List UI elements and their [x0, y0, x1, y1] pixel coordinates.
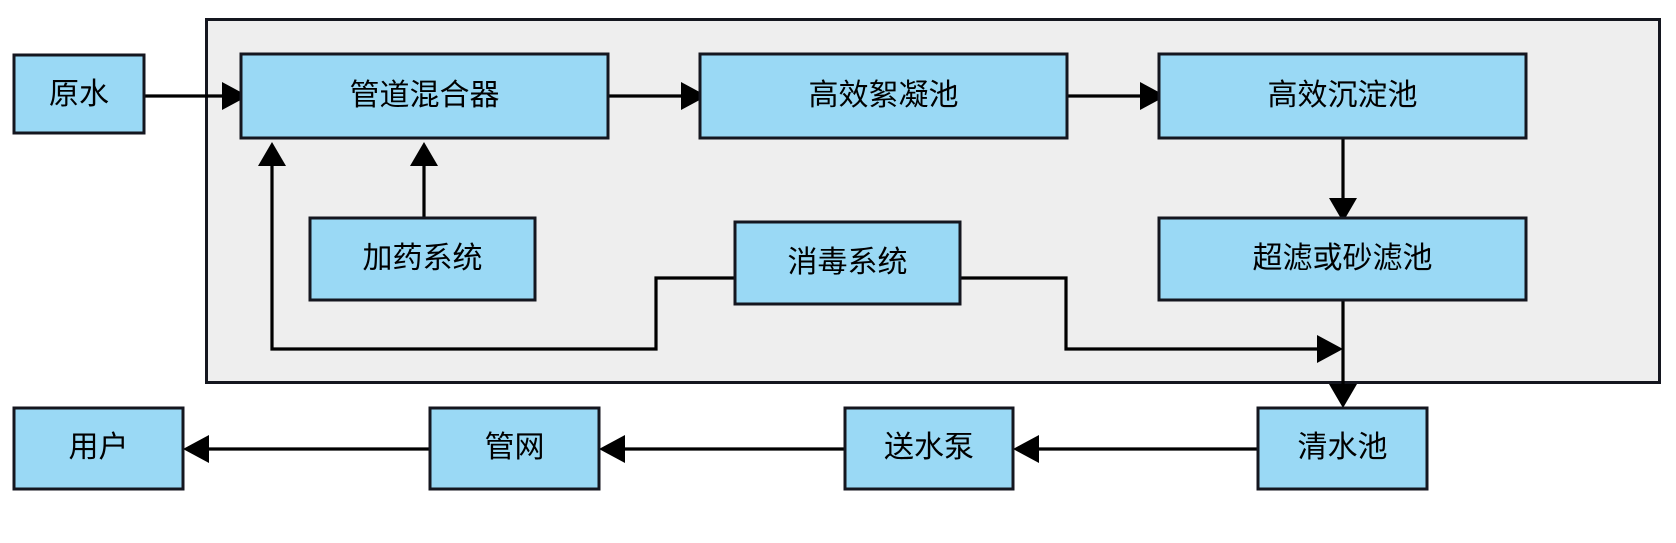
- node-clear-water-tank[interactable]: 清水池: [1256, 406, 1429, 491]
- node-raw-water[interactable]: 原水: [12, 53, 146, 135]
- edge-flocculation-to-sedimentation: [1067, 82, 1166, 110]
- edge-disinfection-to-filtration-outlet: [960, 276, 1343, 363]
- node-filtration-tank[interactable]: 超滤或砂滤池: [1157, 216, 1528, 302]
- node-pipe-network[interactable]: 管网: [428, 406, 601, 491]
- edge-clear-tank-to-pump: [1013, 435, 1258, 463]
- edge-mixer-to-flocculation: [608, 82, 707, 110]
- node-disinfection-system[interactable]: 消毒系统: [733, 220, 962, 306]
- edge-disinfection-to-mixer: [258, 142, 735, 351]
- edge-filtration-to-clear-water-tank: [1329, 300, 1357, 408]
- node-pipeline-mixer[interactable]: 管道混合器: [239, 52, 610, 140]
- edge-network-to-user: [183, 435, 430, 463]
- node-dosing-system[interactable]: 加药系统: [308, 216, 537, 302]
- edge-sedimentation-to-filtration: [1329, 138, 1357, 222]
- node-flocculation-tank[interactable]: 高效絮凝池: [698, 52, 1069, 140]
- node-end-user[interactable]: 用户: [12, 406, 185, 491]
- edge-raw-water-to-mixer: [144, 82, 248, 110]
- edge-pump-to-network: [599, 435, 845, 463]
- node-sedimentation-tank[interactable]: 高效沉淀池: [1157, 52, 1528, 140]
- node-water-pump[interactable]: 送水泵: [843, 406, 1015, 491]
